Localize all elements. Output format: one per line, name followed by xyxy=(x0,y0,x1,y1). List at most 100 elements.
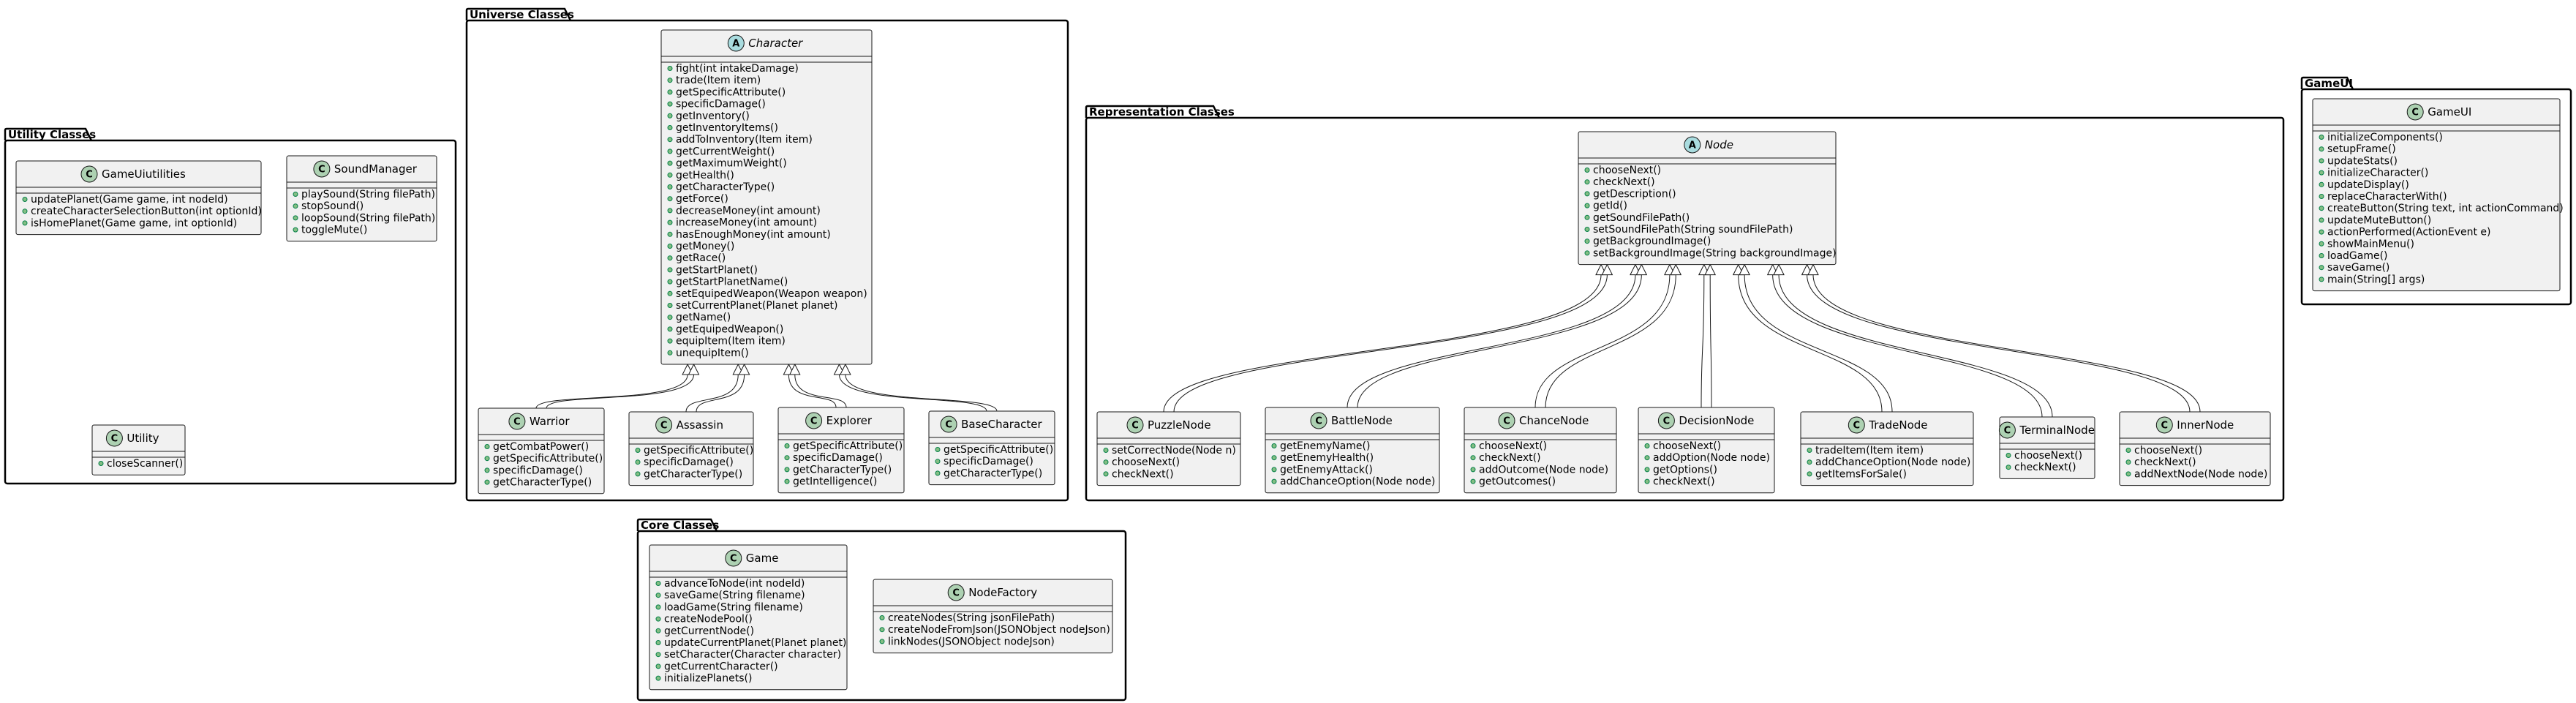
inheritance-line xyxy=(685,374,739,413)
public-visibility-icon xyxy=(1584,179,1590,185)
class-method: getMoney() xyxy=(676,241,734,252)
class-box xyxy=(286,155,437,242)
public-visibility-icon xyxy=(22,220,28,226)
public-visibility-icon xyxy=(2006,465,2011,470)
public-visibility-icon xyxy=(1271,467,1277,473)
class-method: linkNodes(JSONObject nodeJson) xyxy=(888,636,1055,647)
class-method: addOutcome(Node node) xyxy=(1479,464,1608,475)
class-method: playSound(String filePath) xyxy=(301,189,435,200)
public-visibility-icon xyxy=(2319,194,2324,199)
class-method: specificDamage() xyxy=(793,452,883,464)
class-icon-letter: C xyxy=(2411,108,2419,119)
generalization-arrowhead xyxy=(788,363,801,375)
generalization-arrowhead xyxy=(1739,263,1750,276)
inheritance-line xyxy=(1778,274,2053,418)
public-visibility-icon xyxy=(784,467,790,473)
class-box xyxy=(1464,407,1617,494)
class-method: loopSound(String filePath) xyxy=(301,212,435,224)
public-visibility-icon xyxy=(655,640,661,645)
class-method: chooseNext() xyxy=(1479,440,1547,452)
public-visibility-icon xyxy=(879,627,885,633)
class-method: advanceToNode(int nodeId) xyxy=(664,578,805,590)
package-title: Utility Classes xyxy=(8,128,96,141)
package-tab xyxy=(465,7,572,21)
class-name: Warrior xyxy=(530,415,570,428)
class-method: closeScanner() xyxy=(107,458,183,470)
class-method: chooseNext() xyxy=(1112,456,1180,468)
public-visibility-icon xyxy=(667,255,673,261)
public-visibility-icon xyxy=(667,196,673,202)
inheritance-edge-base-character xyxy=(840,363,998,412)
inheritance-edge-decision-node xyxy=(1704,263,1717,408)
generalization-arrowhead xyxy=(1773,263,1785,276)
public-visibility-icon xyxy=(293,192,298,197)
class-method: setCurrentPlanet(Planet planet) xyxy=(676,300,837,312)
public-visibility-icon xyxy=(667,66,673,71)
public-visibility-icon xyxy=(655,675,661,681)
generalization-arrowhead xyxy=(1601,263,1613,276)
public-visibility-icon xyxy=(1470,455,1476,461)
inheritance-edge-puzzle-node xyxy=(1163,263,1607,413)
class-method: increaseMoney(int amount) xyxy=(676,217,817,229)
package-frame xyxy=(2300,88,2572,306)
inheritance-line xyxy=(1163,274,1602,413)
inheritance-edge-assassin xyxy=(696,363,750,413)
class-icon xyxy=(655,416,673,434)
public-visibility-icon xyxy=(667,290,673,296)
class-method: setBackgroundImage(String backgroundImag… xyxy=(1593,247,1837,259)
public-visibility-icon xyxy=(2319,217,2324,223)
package-representation-classes: Representation Classes xyxy=(1085,105,2285,502)
public-visibility-icon xyxy=(667,231,673,237)
class-method: chooseNext() xyxy=(1653,440,1721,452)
public-visibility-icon xyxy=(1271,455,1277,461)
inheritance-line xyxy=(1744,274,1893,413)
class-method: checkNext() xyxy=(1112,468,1174,480)
class-box xyxy=(2312,98,2561,292)
class-method: getCurrentCharacter() xyxy=(664,661,778,672)
class-method: getEnemyAttack() xyxy=(1280,464,1373,475)
public-visibility-icon xyxy=(1584,214,1590,220)
public-visibility-icon xyxy=(635,459,641,465)
generalization-arrowhead xyxy=(1807,263,1819,276)
public-visibility-icon xyxy=(2319,277,2324,282)
class-box xyxy=(928,410,1055,486)
class-method: getEnemyHealth() xyxy=(1280,452,1374,464)
class-box xyxy=(1578,131,1837,266)
class-method: getSoundFilePath() xyxy=(1593,212,1690,224)
inheritance-line xyxy=(1812,274,2201,413)
class-method: checkNext() xyxy=(2014,462,2076,473)
class-method: getName() xyxy=(676,312,731,323)
generalization-arrowhead xyxy=(738,363,750,375)
public-visibility-icon xyxy=(1584,250,1590,256)
class-name: DecisionNode xyxy=(1679,414,1754,427)
class-method: isHomePlanet(Game game, int optionId) xyxy=(31,217,237,229)
class-icon-letter: C xyxy=(111,434,118,445)
inheritance-line xyxy=(1357,274,1642,408)
class-method: specificDamage() xyxy=(944,456,1033,467)
public-visibility-icon xyxy=(784,443,790,448)
inheritance-edge-terminal-node xyxy=(1773,263,2053,418)
public-visibility-icon xyxy=(484,467,490,473)
class-method: getInventory() xyxy=(676,110,750,122)
class-name: Assassin xyxy=(677,418,723,432)
public-visibility-icon xyxy=(1644,455,1650,461)
class-icon xyxy=(1126,416,1144,434)
public-visibility-icon xyxy=(2319,135,2324,140)
inheritance-edge-inner-node xyxy=(1807,263,2201,413)
inheritance-line xyxy=(1534,274,1671,408)
class-name: BattleNode xyxy=(1331,414,1393,427)
generalization-arrowhead xyxy=(840,363,851,375)
public-visibility-icon xyxy=(879,615,885,620)
public-visibility-icon xyxy=(2319,158,2324,164)
class-box xyxy=(1800,411,1974,486)
package-title: GameUI xyxy=(2305,77,2353,90)
public-visibility-icon xyxy=(667,89,673,95)
public-visibility-icon xyxy=(655,581,661,586)
class-method: getCharacterType() xyxy=(676,181,775,193)
inheritance-edge-explorer xyxy=(788,363,847,408)
class-icon xyxy=(725,549,742,567)
